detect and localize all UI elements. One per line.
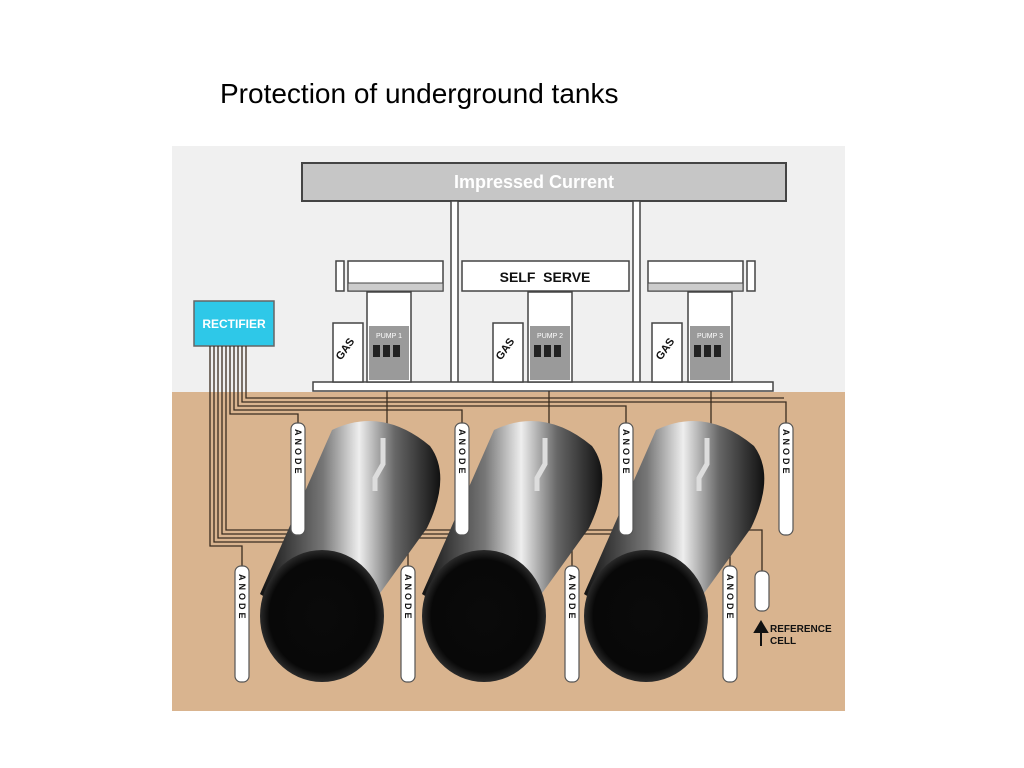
anode-lower-1: ANODE — [234, 565, 250, 683]
sign-right-small — [746, 260, 756, 292]
tank-1 — [260, 421, 441, 682]
anode-upper-2: ANODE — [454, 422, 470, 536]
anode-lower-4: ANODE — [722, 565, 738, 683]
canopy — [301, 162, 787, 202]
tank-3 — [584, 421, 765, 682]
sign-left-small — [335, 260, 345, 292]
anode-upper-1: ANODE — [290, 422, 306, 536]
anode-lower-3: ANODE — [564, 565, 580, 683]
slide-title: Protection of underground tanks — [220, 78, 619, 109]
tank-2 — [422, 421, 603, 682]
svg-text:ANODE: ANODE — [293, 429, 303, 477]
anode-upper-4: ANODE — [778, 422, 794, 536]
rectifier-box — [193, 300, 275, 347]
rectifier-label: RECTIFIER — [202, 317, 266, 331]
self-serve-label: SELF SERVE — [500, 269, 591, 285]
anode-upper-3: ANODE — [618, 422, 634, 536]
impressed-current-diagram: Impressed Current SELF SERVE PUMP 1 GAS … — [172, 146, 845, 711]
canopy-column-right — [632, 200, 641, 385]
reference-cell — [754, 570, 770, 612]
svg-text:ANODE: ANODE — [457, 429, 467, 477]
arrow-up-icon — [753, 620, 769, 646]
canopy-label: Impressed Current — [454, 172, 614, 192]
pump-station-1: PUMP 1 GAS — [332, 291, 412, 383]
sign-left-bar — [347, 282, 444, 292]
svg-text:ANODE: ANODE — [621, 429, 631, 477]
self-serve-sign — [461, 260, 630, 292]
svg-text:ANODE: ANODE — [725, 574, 735, 622]
anode-lower-2: ANODE — [400, 565, 416, 683]
svg-text:ANODE: ANODE — [781, 429, 791, 477]
pump-station-2: PUMP 2 GAS — [492, 291, 573, 383]
canopy-column-left — [450, 200, 459, 385]
pump-1-label: PUMP 1 — [376, 333, 402, 340]
svg-text:ANODE: ANODE — [567, 574, 577, 622]
reference-cell-label-line2: CELL — [770, 636, 796, 647]
pump-2-label: PUMP 2 — [537, 333, 563, 340]
svg-text:ANODE: ANODE — [237, 574, 247, 622]
pump-station-3: PUMP 3 GAS — [651, 291, 733, 383]
svg-text:ANODE: ANODE — [403, 574, 413, 622]
reference-cell-label-line1: REFERENCE — [770, 624, 832, 635]
sign-right-bar — [647, 282, 744, 292]
pump-island — [312, 381, 774, 392]
pump-3-label: PUMP 3 — [697, 333, 723, 340]
